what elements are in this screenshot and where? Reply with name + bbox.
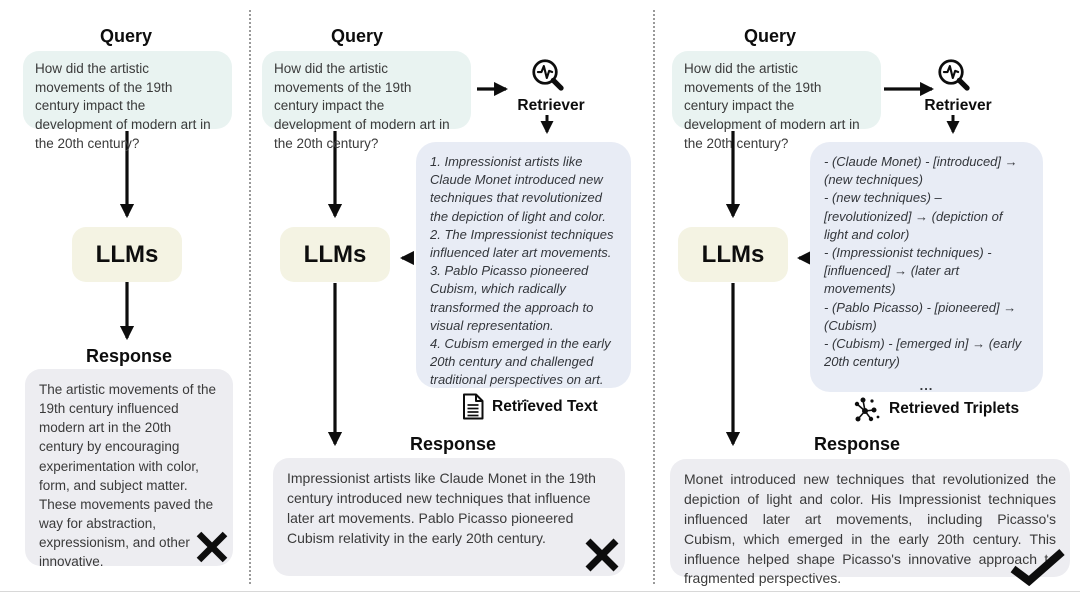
document-icon <box>463 393 484 420</box>
llms-label: LLMs <box>303 240 367 268</box>
llms-box-1: LLMs <box>72 227 182 282</box>
query-bubble-2: How did the artistic movements of the 19… <box>262 51 471 151</box>
retrieved-triplet-item: - (Pablo Picasso) - [pioneered] → (Cubis… <box>824 299 1017 333</box>
retriever-icon <box>938 59 970 91</box>
llms-label: LLMs <box>95 240 159 268</box>
retrieved-triplets-caption: Retrieved Triplets <box>851 394 1019 424</box>
retrieved-triplet-item: - (Claude Monet) - [introduced] → (new t… <box>824 154 1018 188</box>
figure-bottom-rule <box>0 591 1080 592</box>
column-divider <box>653 10 655 584</box>
response-bubble-3: Monet introduced new techniques that rev… <box>670 459 1070 586</box>
retrieved-triplets-label: Retrieved Triplets <box>889 400 1020 417</box>
incorrect-x-icon <box>585 538 619 572</box>
correct-check-icon <box>1010 548 1065 586</box>
ellipsis: ... <box>516 390 531 406</box>
response-bubble-2: Impressionist artists like Claude Monet … <box>273 458 625 576</box>
llms-box-2: LLMs <box>280 227 390 282</box>
column-divider <box>249 10 251 584</box>
incorrect-x-icon <box>196 531 228 563</box>
retriever-label-3: Retriever <box>924 97 992 114</box>
response-title-3: Response <box>813 434 901 454</box>
retrieved-triplet-item: - (Impressionist techniques) - [influenc… <box>824 244 992 297</box>
llms-box-3: LLMs <box>678 227 788 282</box>
retrieved-triplets-bubble: - (Claude Monet) - [introduced] → (new t… <box>810 142 1043 394</box>
retrieved-triplet-item: - (Cubism) - [emerged in] → (early 20th … <box>824 335 1022 370</box>
retrieved-text-item: 2. The Impressionist techniques influenc… <box>430 226 614 260</box>
retriever-icon <box>532 59 564 91</box>
response-title-1: Response <box>85 346 173 366</box>
llms-label: LLMs <box>701 240 765 268</box>
query-title-3: Query <box>743 26 797 46</box>
query-title-1: Query <box>99 26 153 46</box>
retrieved-text-bubble: 1. Impressionist artists like Claude Mon… <box>416 142 631 405</box>
query-bubble-1: How did the artistic movements of the 19… <box>23 51 232 151</box>
retrieved-text-caption: Retrieved Text <box>462 393 598 420</box>
retrieved-text-item: 4. Cubism emerged in the early 20th cent… <box>430 335 611 388</box>
graph-icon <box>854 397 880 422</box>
query-bubble-3: How did the artistic movements of the 19… <box>672 51 881 151</box>
response-title-2: Response <box>409 434 497 454</box>
retriever-label-2: Retriever <box>517 97 585 114</box>
ellipsis: ... <box>919 378 934 394</box>
retrieved-triplet-item: - (new techniques) – [revolutionized] → … <box>824 190 1003 242</box>
retrieved-text-item: 1. Impressionist artists like Claude Mon… <box>430 154 606 224</box>
response-bubble-1: The artistic movements of the 19th centu… <box>25 369 233 569</box>
retrieved-text-item: 3. Pablo Picasso pioneered Cubism, which… <box>430 263 594 333</box>
query-title-2: Query <box>330 26 384 46</box>
retrieved-text-label: Retrieved Text <box>492 397 598 415</box>
